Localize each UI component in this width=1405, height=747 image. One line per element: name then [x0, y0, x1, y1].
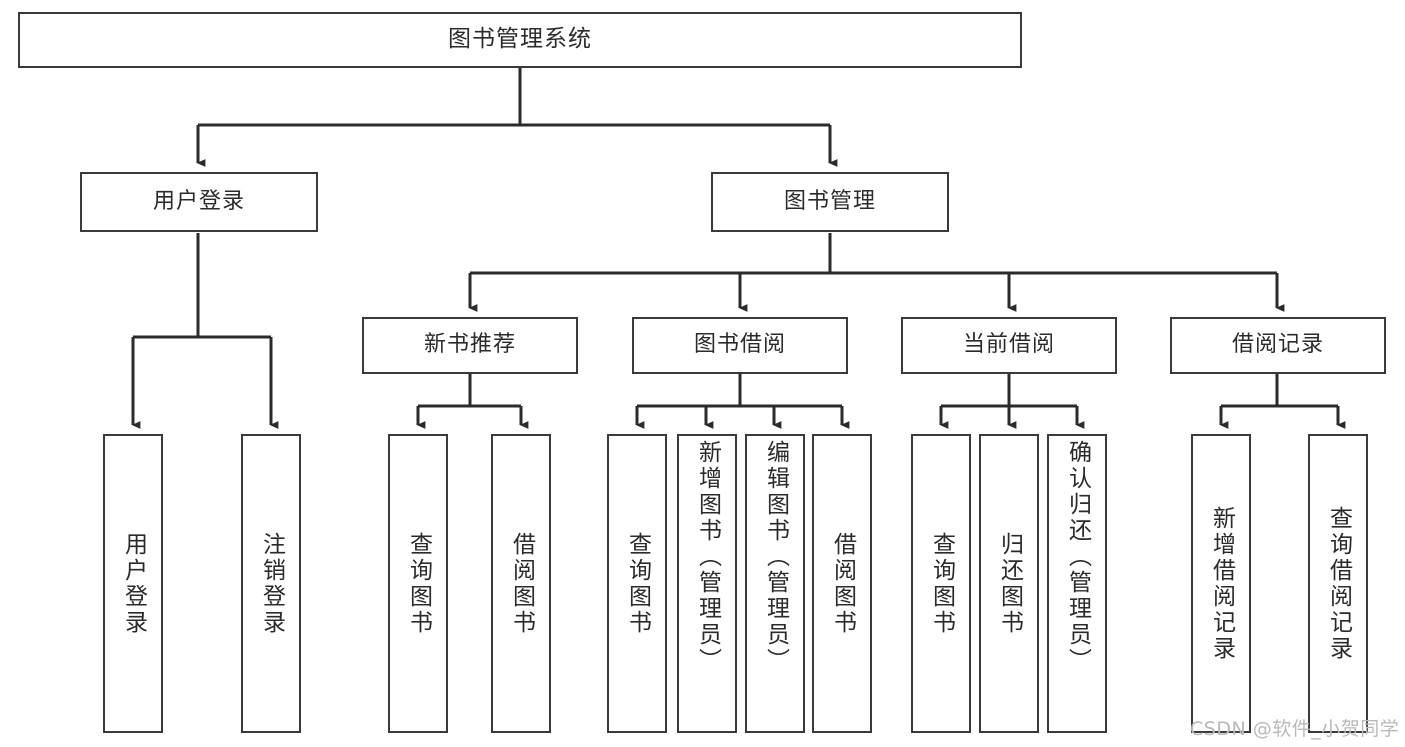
leaf-book-borrow-borrow-book[interactable]: 借阅图书: [812, 434, 872, 733]
node-label: 新书推荐: [423, 332, 516, 358]
leaf-user-login-logout[interactable]: 注销登录: [241, 434, 301, 733]
node-label: 确认归还（管理员）: [1064, 440, 1091, 674]
node-label: 查询图书: [928, 531, 955, 636]
node-book-borrow[interactable]: 图书借阅: [632, 317, 848, 374]
leaf-current-borrow-return-book[interactable]: 归还图书: [979, 434, 1039, 733]
leaf-book-borrow-query-book[interactable]: 查询图书: [607, 434, 667, 733]
node-label: 新增图书（管理员）: [694, 440, 721, 674]
node-current-borrow[interactable]: 当前借阅: [901, 317, 1117, 374]
node-label: 借阅图书: [829, 531, 856, 636]
node-label: 查询借阅记录: [1325, 505, 1352, 662]
leaf-current-borrow-query-book[interactable]: 查询图书: [911, 434, 971, 733]
node-book-management-system[interactable]: 图书管理系统: [18, 12, 1022, 68]
node-new-book-recommend[interactable]: 新书推荐: [362, 317, 578, 374]
node-label: 用户登录: [152, 188, 245, 214]
node-label: 借阅记录: [1231, 332, 1324, 358]
node-label: 用户登录: [120, 531, 147, 636]
node-label: 图书借阅: [693, 332, 786, 358]
leaf-book-borrow-add-book[interactable]: 新增图书（管理员）: [677, 434, 737, 733]
node-label: 查询图书: [624, 531, 651, 636]
leaf-user-login-login[interactable]: 用户登录: [103, 434, 163, 733]
node-label: 新增借阅记录: [1208, 505, 1235, 662]
leaf-new-book-query-book[interactable]: 查询图书: [388, 434, 448, 733]
leaf-book-borrow-edit-book[interactable]: 编辑图书（管理员）: [745, 434, 805, 733]
node-label: 编辑图书（管理员）: [762, 440, 789, 674]
node-label: 图书管理系统: [448, 26, 592, 53]
leaf-current-borrow-confirm-return[interactable]: 确认归还（管理员）: [1047, 434, 1107, 733]
watermark-text: CSDN @软件_小贺同学: [1190, 718, 1400, 740]
leaf-borrow-record-add-record[interactable]: 新增借阅记录: [1191, 434, 1251, 733]
node-label: 当前借阅: [962, 332, 1055, 358]
node-label: 图书管理: [783, 188, 876, 214]
node-label: 归还图书: [996, 531, 1023, 636]
leaf-new-book-borrow-book[interactable]: 借阅图书: [491, 434, 551, 733]
node-borrow-record[interactable]: 借阅记录: [1170, 317, 1386, 374]
node-label: 借阅图书: [508, 531, 535, 636]
node-book-management[interactable]: 图书管理: [711, 172, 949, 232]
leaf-borrow-record-query-record[interactable]: 查询借阅记录: [1308, 434, 1368, 733]
node-label: 注销登录: [258, 531, 285, 636]
node-user-login[interactable]: 用户登录: [80, 172, 318, 232]
node-label: 查询图书: [405, 531, 432, 636]
